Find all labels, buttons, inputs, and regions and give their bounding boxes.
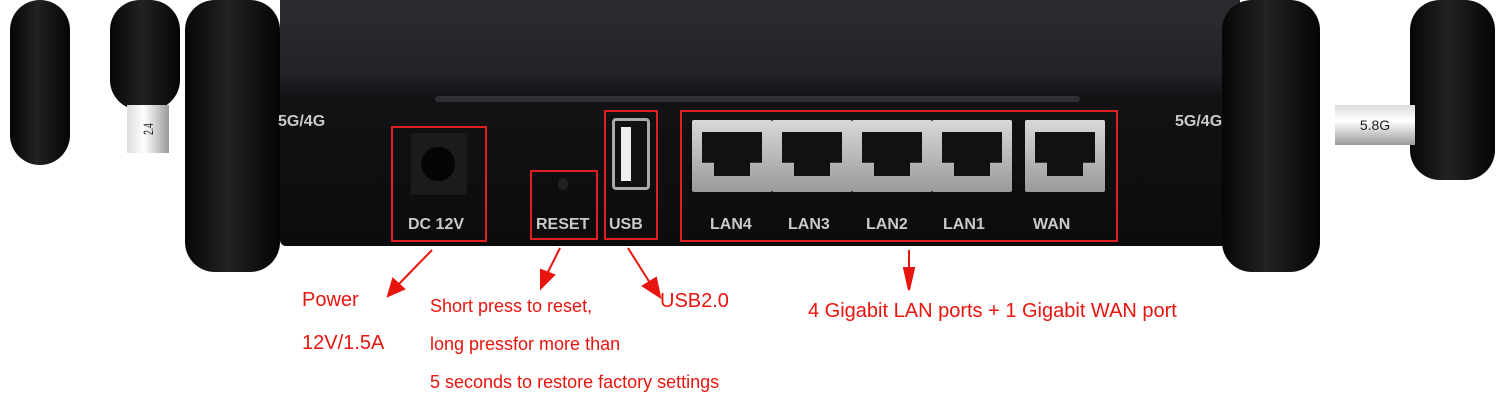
reset-annotation-line3: 5 seconds to restore factory settings xyxy=(430,372,720,392)
port-label-lan2: LAN2 xyxy=(866,216,908,233)
arrow-reset xyxy=(547,247,561,273)
net-label-left: 5G/4G xyxy=(278,113,326,130)
net-label-right: 5G/4G xyxy=(1175,113,1223,130)
highlight-ports xyxy=(680,110,1118,242)
dc-label: DC 12V xyxy=(408,216,465,233)
usb-label: USB xyxy=(609,216,643,233)
reset-hole xyxy=(558,178,568,190)
antenna-right-back xyxy=(1410,0,1495,180)
arrow-usb xyxy=(627,247,651,284)
reset-annotation-line1: Short press to reset, xyxy=(430,296,593,316)
ethernet-port-lan1 xyxy=(932,120,1012,192)
antenna-left-back-2 xyxy=(110,0,180,110)
port-label-lan1: LAN1 xyxy=(943,216,985,233)
highlight-usb xyxy=(604,110,658,240)
ethernet-port-lan3 xyxy=(772,120,852,192)
antenna-left-front xyxy=(185,0,280,272)
reset-annotation-line2: long pressfor more than xyxy=(430,334,621,354)
ports-annotation: 4 Gigabit LAN ports + 1 Gigabit WAN port xyxy=(808,300,1177,322)
arrow-power xyxy=(397,249,433,286)
dc-jack xyxy=(411,133,467,195)
power-annotation-line1: Power xyxy=(302,289,359,311)
antenna-collar-right: 5.8G xyxy=(1335,105,1415,145)
antenna-left-back xyxy=(10,0,70,165)
vent-slot xyxy=(435,96,1080,102)
ethernet-port-lan2 xyxy=(852,120,932,192)
highlight-reset xyxy=(530,170,598,240)
reset-label: RESET xyxy=(536,216,590,233)
usb-port xyxy=(612,118,650,190)
usb-annotation: USB2.0 xyxy=(660,290,729,312)
port-label-lan4: LAN4 xyxy=(710,216,752,233)
ethernet-port-lan4 xyxy=(692,120,772,192)
antenna-right-front xyxy=(1222,0,1320,272)
highlight-dc xyxy=(391,126,487,242)
port-label-wan: WAN xyxy=(1033,216,1071,233)
power-annotation-line2: 12V/1.5A xyxy=(302,332,385,354)
port-label-lan3: LAN3 xyxy=(788,216,830,233)
ethernet-port-wan xyxy=(1025,120,1105,192)
